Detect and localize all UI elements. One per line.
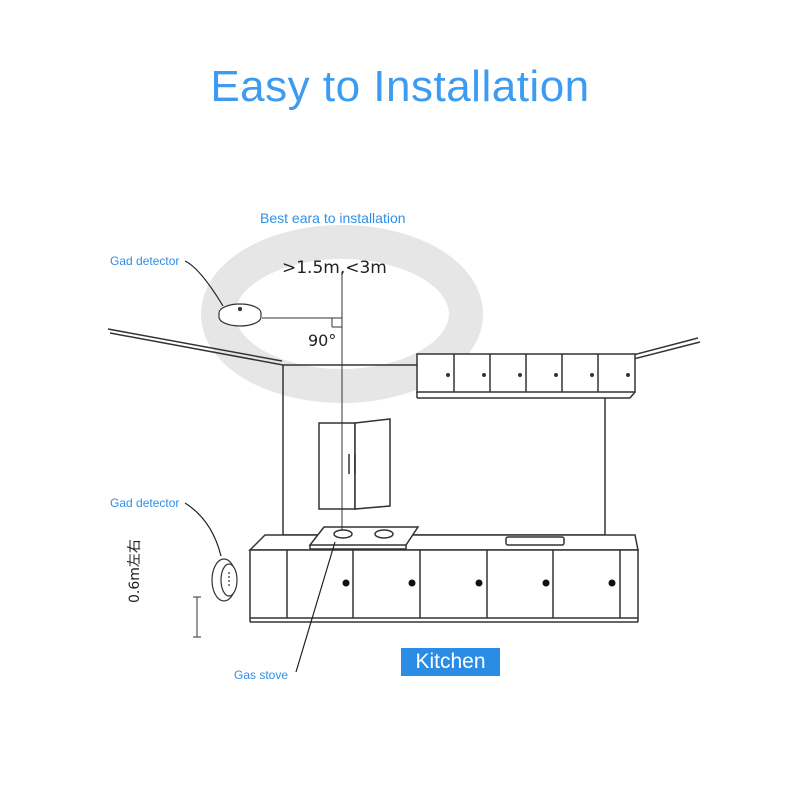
- gas-stove-icon: [308, 526, 420, 550]
- height-label: 0.6m左右: [127, 539, 143, 603]
- distance-label: >1.5m,<3m: [282, 258, 387, 278]
- ceiling-detector-icon: [218, 303, 262, 327]
- best-area-label: Best eara to installation: [260, 210, 406, 226]
- room-badge: Kitchen: [401, 648, 500, 676]
- wall-detector-icon: [211, 558, 238, 602]
- leader-lines: [184, 260, 336, 673]
- wall-detector-label: Gad detector: [110, 496, 180, 510]
- measurement-lines: [193, 272, 343, 638]
- base-cabinet-knobs: [342, 579, 616, 587]
- angle-label: 90°: [308, 331, 337, 350]
- upper-cabinets: [416, 353, 636, 399]
- page-title: Easy to Installation: [210, 62, 590, 111]
- gas-stove-label: Gas stove: [234, 668, 289, 682]
- upper-cabinet-knobs: [446, 373, 630, 377]
- counter: [248, 534, 639, 623]
- sink: [505, 536, 565, 546]
- window: [318, 418, 391, 510]
- ceiling-detector-label: Gad detector: [110, 254, 180, 268]
